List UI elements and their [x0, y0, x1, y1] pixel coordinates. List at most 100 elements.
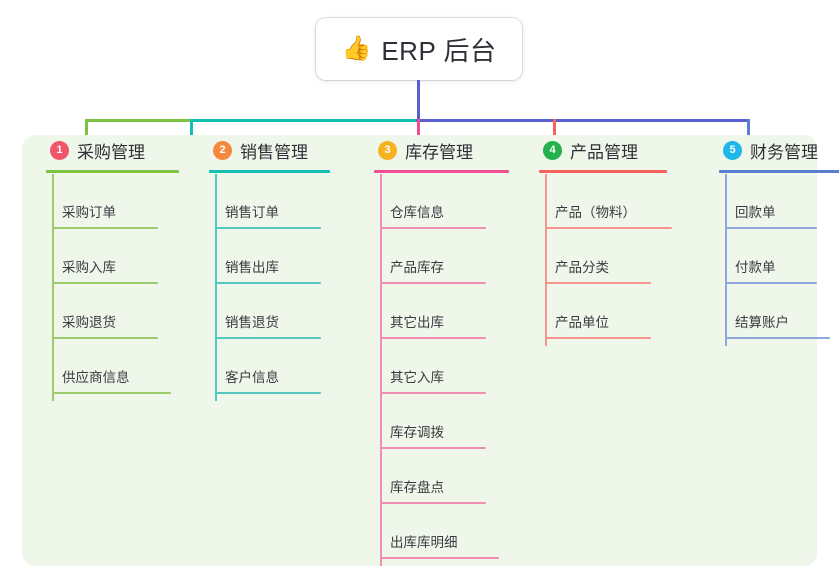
leaf-rule [380, 337, 486, 339]
leaf-label: 库存调拨 [390, 425, 444, 440]
list-item[interactable]: 结算账户 [725, 284, 830, 339]
leaf-label: 销售退货 [225, 315, 279, 330]
leaf-rule [380, 282, 486, 284]
connector-bus-teal [190, 119, 418, 122]
leaf-rule [52, 337, 158, 339]
column-spine-sales [215, 174, 217, 401]
column-header-product[interactable]: 4 产品管理 [527, 135, 707, 165]
column-rule-sales [209, 170, 330, 173]
list-item[interactable]: 客户信息 [215, 339, 321, 394]
list-item[interactable]: 销售订单 [215, 174, 321, 229]
thumbs-up-icon: 👍 [341, 35, 372, 62]
leaf-rule [52, 282, 158, 284]
column-header-finance[interactable]: 5 财务管理 [707, 135, 839, 165]
column-badge-2: 2 [213, 140, 232, 160]
leaf-rule [545, 282, 651, 284]
leaf-label: 仓库信息 [390, 205, 444, 220]
list-item[interactable]: 仓库信息 [380, 174, 486, 229]
list-item[interactable]: 回款单 [725, 174, 817, 229]
leaf-label: 采购订单 [62, 205, 116, 220]
leaf-label: 产品分类 [555, 260, 609, 275]
list-item[interactable]: 采购订单 [52, 174, 158, 229]
leaf-rule [380, 392, 486, 394]
column-sales: 2 销售管理 销售订单 销售出库 销售退货 客户信息 [197, 135, 357, 401]
leaf-label: 付款单 [735, 260, 776, 275]
column-purchase: 1 采购管理 采购订单 采购入库 采购退货 供应商信息 [34, 135, 194, 401]
leaf-rule [380, 502, 486, 504]
column-title-inventory: 库存管理 [405, 142, 473, 162]
connector-bus-green [85, 119, 192, 122]
leaf-rule [215, 337, 321, 339]
column-title-finance: 财务管理 [750, 142, 818, 162]
column-rule-product [539, 170, 667, 173]
leaf-rule [380, 227, 486, 229]
list-item[interactable]: 库存盘点 [380, 449, 486, 504]
column-title-sales: 销售管理 [240, 142, 308, 162]
column-badge-3: 3 [378, 140, 397, 160]
modules-panel: 1 采购管理 采购订单 采购入库 采购退货 供应商信息 [22, 135, 839, 566]
root-node[interactable]: 👍 ERP 后台 [316, 18, 522, 80]
root-node-title: ERP 后台 [381, 35, 497, 66]
column-badge-4: 4 [543, 140, 562, 160]
column-product: 4 产品管理 产品（物料） 产品分类 产品单位 [527, 135, 707, 346]
list-item[interactable]: 销售退货 [215, 284, 321, 339]
list-item[interactable]: 采购退货 [52, 284, 158, 339]
leaf-label: 结算账户 [735, 315, 789, 330]
leaf-rule [215, 227, 321, 229]
list-item[interactable]: 其它入库 [380, 339, 486, 394]
leaf-label: 其它出库 [390, 315, 444, 330]
leaf-rule [725, 282, 817, 284]
leaf-rule [725, 337, 830, 339]
leaf-label: 其它入库 [390, 370, 444, 385]
leaf-label: 供应商信息 [62, 370, 130, 385]
column-title-product: 产品管理 [570, 142, 638, 162]
leaf-label: 产品（物料） [555, 205, 636, 220]
list-item[interactable]: 产品（物料） [545, 174, 672, 229]
leaf-label: 库存盘点 [390, 480, 444, 495]
leaf-label: 销售出库 [225, 260, 279, 275]
leaf-rule [52, 227, 158, 229]
column-rule-purchase [46, 170, 179, 173]
column-spine-finance [725, 174, 727, 346]
column-badge-5: 5 [723, 140, 742, 160]
column-header-inventory[interactable]: 3 库存管理 [362, 135, 532, 165]
column-spine-inventory [380, 174, 382, 566]
leaf-label: 采购退货 [62, 315, 116, 330]
list-item[interactable]: 产品单位 [545, 284, 651, 339]
column-inventory: 3 库存管理 仓库信息 产品库存 其它出库 其它入库 库存调拨 [362, 135, 532, 566]
list-item[interactable]: 供应商信息 [52, 339, 171, 394]
leaf-label: 产品单位 [555, 315, 609, 330]
column-rule-finance [719, 170, 839, 173]
leaf-label: 销售订单 [225, 205, 279, 220]
column-badge-1: 1 [50, 140, 69, 160]
column-header-sales[interactable]: 2 销售管理 [197, 135, 357, 165]
leaf-rule [545, 227, 672, 229]
connector-bus-indigo [416, 119, 750, 122]
leaf-rule [545, 337, 651, 339]
connector-root-drop [417, 80, 420, 121]
leaf-label: 出库库明细 [390, 535, 458, 550]
leaf-label: 回款单 [735, 205, 776, 220]
list-item[interactable]: 产品分类 [545, 229, 651, 284]
list-item[interactable]: 采购入库 [52, 229, 158, 284]
list-item[interactable]: 库存调拨 [380, 394, 486, 449]
leaf-label: 采购入库 [62, 260, 116, 275]
leaf-rule [215, 392, 321, 394]
column-spine-purchase [52, 174, 54, 401]
leaf-rule [52, 392, 171, 394]
column-title-purchase: 采购管理 [77, 142, 145, 162]
leaf-label: 产品库存 [390, 260, 444, 275]
list-item[interactable]: 销售出库 [215, 229, 321, 284]
list-item[interactable]: 付款单 [725, 229, 817, 284]
column-spine-product [545, 174, 547, 346]
list-item[interactable]: 产品库存 [380, 229, 486, 284]
list-item[interactable]: 出库库明细 [380, 504, 499, 559]
leaf-rule [215, 282, 321, 284]
leaf-rule [380, 557, 499, 559]
leaf-rule [380, 447, 486, 449]
leaf-rule [725, 227, 817, 229]
column-rule-inventory [374, 170, 509, 173]
list-item[interactable]: 其它出库 [380, 284, 486, 339]
column-header-purchase[interactable]: 1 采购管理 [34, 135, 194, 165]
